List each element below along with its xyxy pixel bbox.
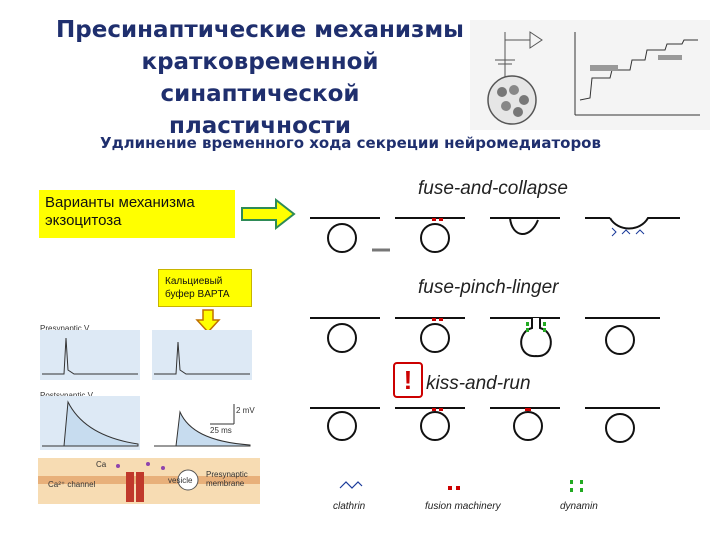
- presynaptic-label-text: Presynaptic V: [40, 324, 90, 333]
- mode-fuse-and-collapse: fuse-and-collapse: [418, 178, 568, 199]
- postsynaptic-control-trace: [42, 400, 139, 447]
- subtitle: Удлинение временного хода секреции нейро…: [100, 134, 601, 152]
- scale-ms-label: 25 ms: [210, 426, 232, 435]
- exocytosis-variants-box: Варианты механизма экзоцитоза: [39, 190, 235, 238]
- legend-clathrin: clathrin: [333, 501, 366, 512]
- bapta-line-2: буфер BAPTA: [165, 289, 230, 300]
- presynaptic-label: Presynaptic Vm: [40, 318, 150, 337]
- down-arrow-icon: [195, 309, 221, 334]
- ca-label: Ca: [96, 460, 107, 469]
- variants-line-2: экзоцитоза: [45, 212, 122, 229]
- mode-fuse-pinch-linger: fuse-pinch-linger: [418, 277, 559, 298]
- cell-icon: [487, 75, 537, 125]
- vesicle-shape: [177, 469, 199, 491]
- legend-fusion-machinery: fusion machinery: [425, 501, 501, 512]
- slide-title: Пресинаптические механизмы кратковременн…: [40, 14, 480, 142]
- ca-channel-left: [126, 472, 134, 502]
- title-line-3: пластичности: [169, 113, 351, 139]
- title-line-2: кратковременной синаптической: [141, 49, 379, 107]
- ca-channel-label: Ca²⁺ channel: [48, 480, 96, 489]
- exocytosis-sequences: [310, 217, 680, 443]
- presynaptic-membrane-line-2: membrane: [206, 479, 245, 488]
- electrode-icon: [495, 31, 543, 82]
- presynaptic-control-panel: [40, 330, 140, 380]
- membrane-bilayer: [38, 476, 260, 484]
- clathrin-icon: [339, 481, 363, 489]
- row-fuse-and-collapse: [310, 217, 680, 253]
- presynaptic-bapta-panel: [152, 330, 252, 380]
- legend-icons: [339, 480, 583, 492]
- row-fuse-pinch-linger: [310, 317, 660, 358]
- presynaptic-bapta-trace: [154, 341, 250, 375]
- membrane-schematic: [38, 458, 260, 504]
- postsynaptic-label-text: Postsynaptic V: [40, 391, 93, 400]
- row-kiss-and-run: [310, 407, 660, 443]
- bapta-line-1: Кальциевый: [165, 276, 223, 287]
- variants-line-1: Варианты механизма: [45, 194, 195, 211]
- presynaptic-membrane-label: Presynaptic membrane: [206, 470, 248, 488]
- postsynaptic-bapta-trace: [154, 410, 251, 447]
- scale-mv-label: 2 mV: [236, 406, 255, 415]
- capacitance-graph: [574, 32, 700, 116]
- voltage-traces: [40, 330, 252, 450]
- presynaptic-membrane-line-1: Presynaptic: [206, 470, 248, 479]
- presynaptic-control-trace: [42, 337, 138, 375]
- mode-kiss-and-run: kiss-and-run: [426, 373, 531, 394]
- bapta-buffer-box: Кальциевый буфер BAPTA: [158, 269, 252, 307]
- dynamin-icon: [570, 480, 583, 492]
- title-line-1: Пресинаптические механизмы: [56, 17, 464, 43]
- legend-dynamin: dynamin: [560, 501, 598, 512]
- ca-channel-right: [136, 472, 144, 502]
- vesicle-label: vesicle: [168, 476, 193, 485]
- exclamation-badge: !: [393, 362, 423, 398]
- recording-inset: [470, 20, 710, 130]
- right-arrow-icon: [241, 198, 296, 230]
- fusion-machinery-icon: [448, 486, 460, 490]
